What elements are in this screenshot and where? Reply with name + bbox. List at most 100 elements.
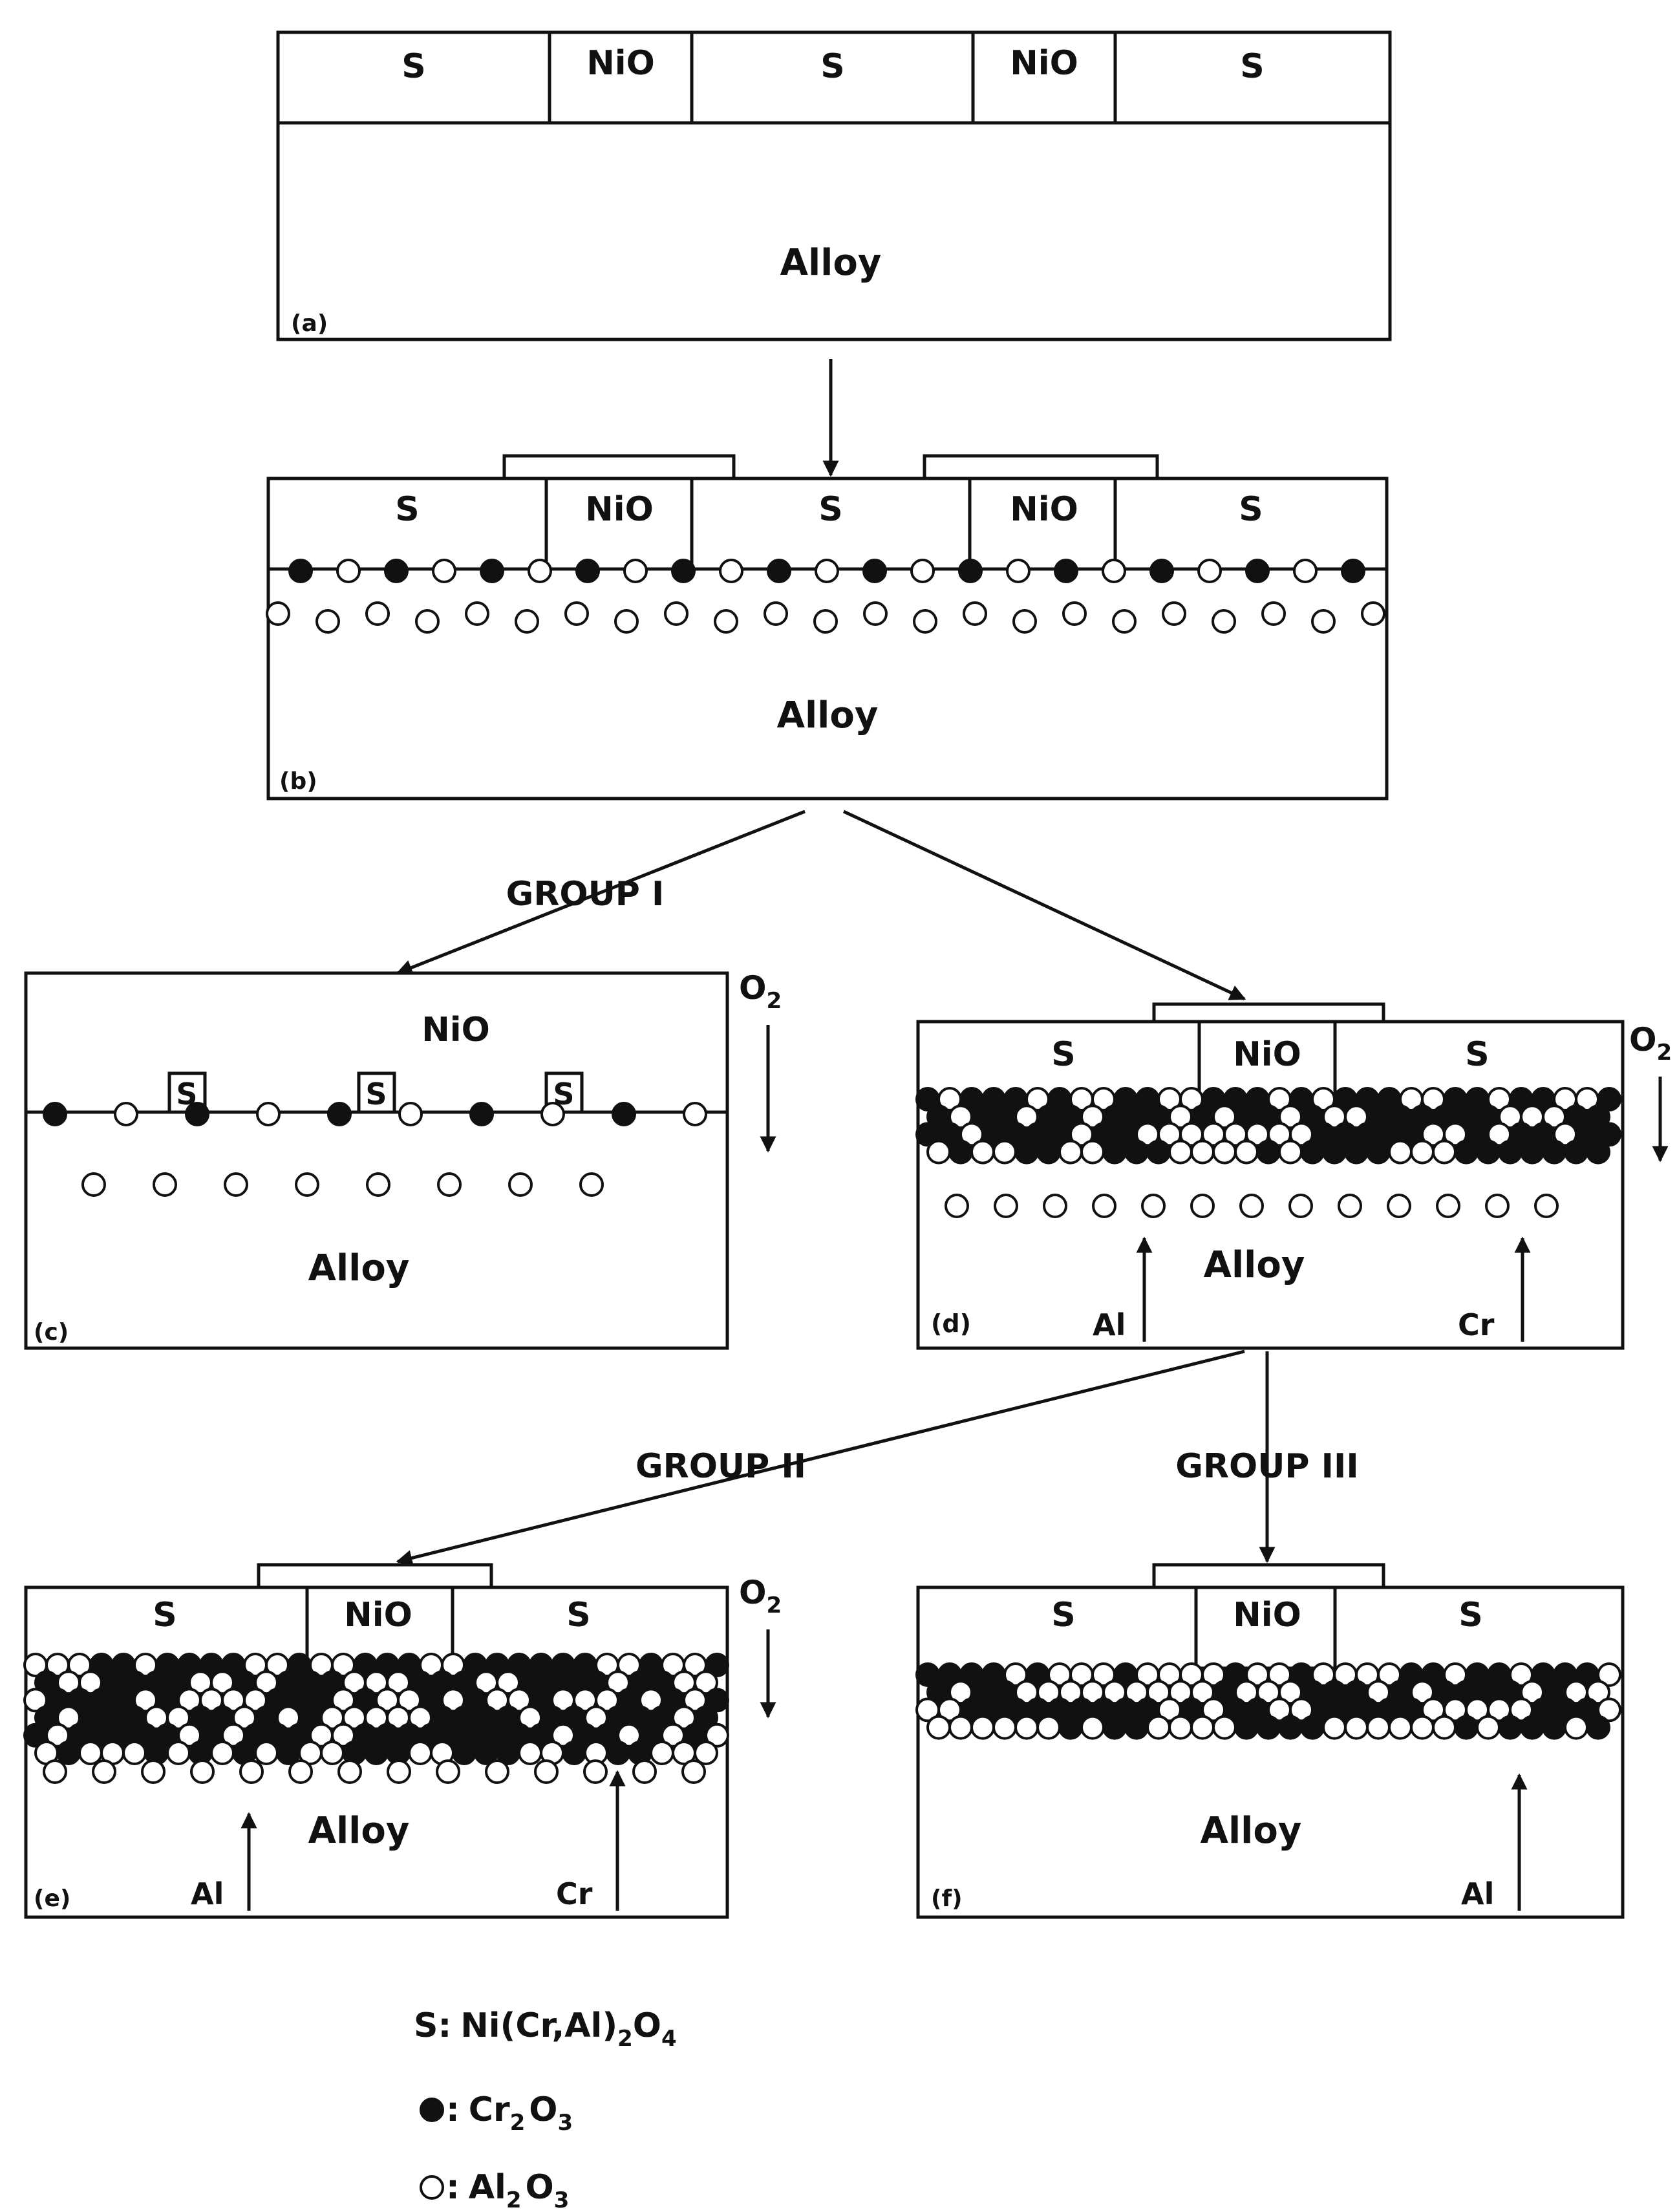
panel-d-label: (d) — [931, 1309, 971, 1338]
al2o3-particle — [1433, 1141, 1455, 1163]
al2o3-particle — [529, 560, 551, 582]
al2o3-particle — [437, 1761, 459, 1783]
cr2o3-particle — [1301, 1141, 1323, 1163]
al2o3-particle — [665, 603, 687, 625]
panel-e: S NiO S Alloy (e) Al Cr — [25, 1565, 728, 1917]
cr2o3-particle — [1038, 1141, 1060, 1163]
e-al: Al — [191, 1876, 224, 1911]
legend-open-circle-icon — [421, 2176, 443, 2198]
f-oxide-particles — [917, 1664, 1620, 1739]
al2o3-particle — [1170, 1717, 1191, 1739]
cr2o3-particle — [328, 1103, 350, 1125]
cr2o3-particle — [1499, 1717, 1521, 1739]
cr2o3-particle — [1323, 1141, 1345, 1163]
al2o3-particle — [1477, 1717, 1499, 1739]
b-alloy: Alloy — [777, 694, 879, 736]
cr2o3-particle — [1521, 1717, 1543, 1739]
e-oxide-particles — [25, 1654, 728, 1783]
cr2o3-particle — [577, 560, 599, 582]
al2o3-particle — [1290, 1195, 1312, 1217]
e-spinel-2: S — [566, 1596, 590, 1635]
al2o3-particle — [1014, 610, 1036, 632]
e-nio: NiO — [344, 1596, 412, 1635]
cr2o3-particle — [1126, 1717, 1148, 1739]
cr2o3-particle — [1148, 1141, 1170, 1163]
cr2o3-particle — [613, 1103, 635, 1125]
legend-cr2o3: :Cr2O3 — [446, 2090, 573, 2136]
cr2o3-particle — [58, 1742, 80, 1764]
al2o3-particle — [438, 1174, 460, 1196]
al2o3-particle — [1389, 1141, 1411, 1163]
al2o3-particle — [1279, 1141, 1301, 1163]
cr2o3-particle — [186, 1103, 208, 1125]
a-spinel-1: S — [401, 47, 425, 86]
a-spinel-3: S — [1240, 47, 1264, 86]
al2o3-particle — [1411, 1141, 1433, 1163]
c-o2: O2 — [739, 969, 782, 1014]
al2o3-particle — [1163, 603, 1185, 625]
al2o3-particle — [1148, 1717, 1170, 1739]
al2o3-particle — [388, 1761, 410, 1783]
al2o3-particle — [1191, 1195, 1213, 1217]
cr2o3-particle — [864, 560, 886, 582]
al2o3-particle — [367, 1174, 389, 1196]
al2o3-particle — [1263, 603, 1285, 625]
cr2o3-particle — [471, 1103, 493, 1125]
al2o3-particle — [1339, 1195, 1361, 1217]
al2o3-particle — [115, 1103, 137, 1125]
al2o3-particle — [296, 1174, 318, 1196]
cr2o3-particle — [481, 560, 503, 582]
al2o3-particle — [225, 1174, 247, 1196]
al2o3-particle — [516, 610, 538, 632]
c-alloy: Alloy — [308, 1247, 410, 1289]
f-spinel-1: S — [1051, 1596, 1075, 1635]
al2o3-particle — [83, 1174, 105, 1196]
al2o3-particle — [542, 1103, 564, 1125]
cr2o3-particle — [1151, 560, 1173, 582]
al2o3-particle — [715, 610, 737, 632]
al2o3-particle — [1191, 1141, 1213, 1163]
cr2o3-particle — [950, 1141, 972, 1163]
cr2o3-particle — [1455, 1141, 1477, 1163]
cr2o3-particle — [1587, 1717, 1609, 1739]
al2o3-particle — [634, 1761, 656, 1783]
al2o3-particle — [566, 603, 588, 625]
d-cr: Cr — [1458, 1307, 1495, 1342]
al2o3-particle — [191, 1761, 213, 1783]
al2o3-particle — [1093, 1195, 1115, 1217]
panel-c: NiO S S S Alloy (c) — [26, 973, 727, 1348]
al2o3-particle — [1199, 560, 1221, 582]
al2o3-particle — [995, 1195, 1017, 1217]
cr2o3-particle — [1543, 1141, 1565, 1163]
cr2o3-particle — [1455, 1717, 1477, 1739]
panel-e-label: (e) — [34, 1885, 70, 1912]
al2o3-particle — [433, 560, 455, 582]
al2o3-particle — [1016, 1717, 1038, 1739]
cr2o3-particle — [1257, 1717, 1279, 1739]
al2o3-particle — [684, 1103, 706, 1125]
group-3-label: GROUP III — [1175, 1447, 1358, 1486]
al2o3-particle — [1103, 560, 1125, 582]
al2o3-particle — [339, 1761, 361, 1783]
al2o3-particle — [154, 1174, 176, 1196]
al2o3-particle — [964, 603, 986, 625]
al2o3-particle — [651, 1742, 673, 1764]
e-o2: O2 — [739, 1574, 782, 1618]
cr2o3-particle — [607, 1742, 629, 1764]
al2o3-particle — [1213, 1717, 1235, 1739]
al2o3-particle — [765, 603, 787, 625]
cr2o3-particle — [672, 560, 694, 582]
al2o3-particle — [1388, 1195, 1410, 1217]
al2o3-particle — [509, 1174, 531, 1196]
al2o3-particle — [1345, 1717, 1367, 1739]
panel-c-frame — [26, 973, 727, 1348]
group-1-label: GROUP I — [506, 875, 665, 914]
legend-filled-circle-icon — [421, 2099, 443, 2121]
e-cr: Cr — [556, 1876, 593, 1911]
al2o3-particle — [972, 1717, 994, 1739]
al2o3-particle — [1535, 1195, 1557, 1217]
legend-spinel: S:Ni(Cr,Al)2O4 — [414, 2006, 677, 2052]
cr2o3-particle — [1060, 1717, 1082, 1739]
al2o3-particle — [519, 1742, 541, 1764]
